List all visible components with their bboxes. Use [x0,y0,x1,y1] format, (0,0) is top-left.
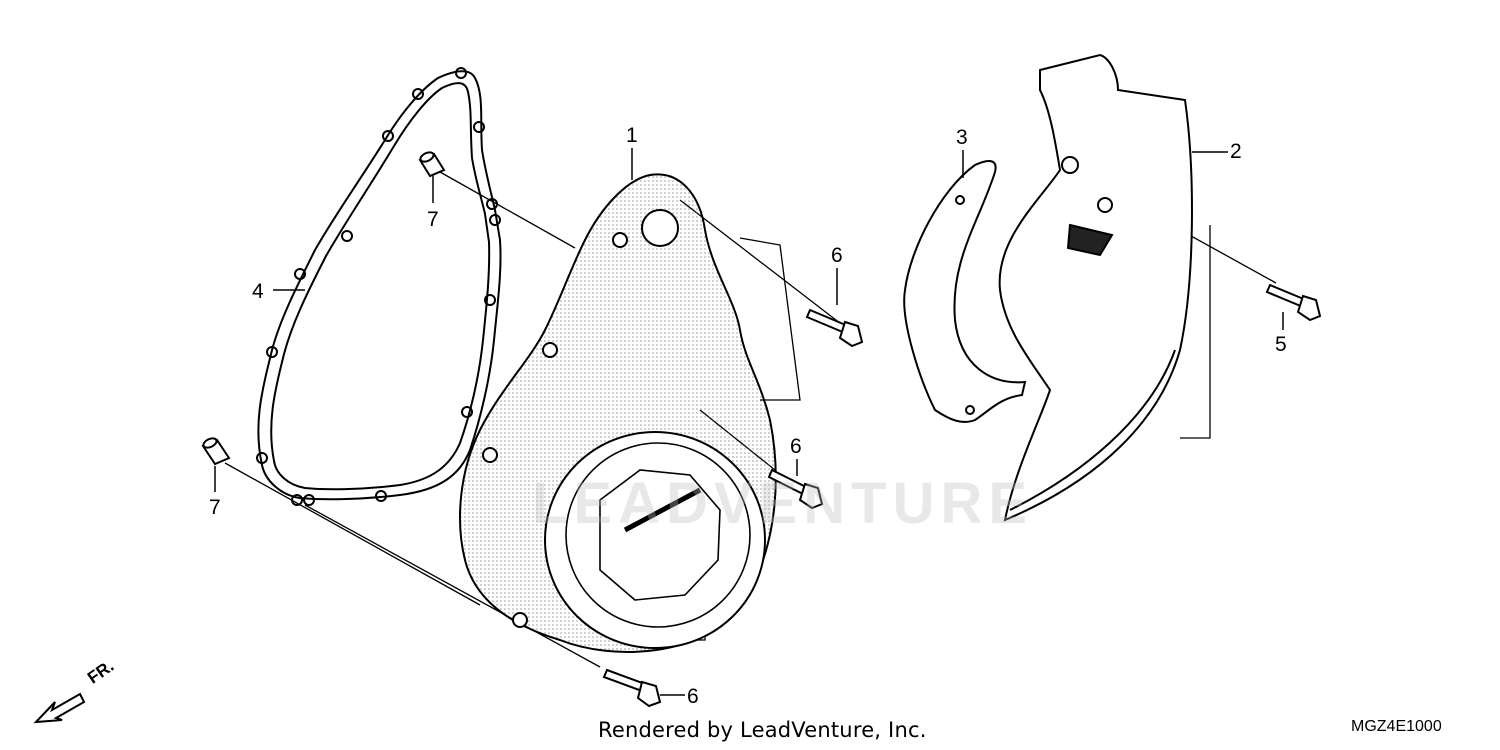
flange-bolt-upper [805,308,864,348]
dowel-pin-lower [201,437,231,466]
callout-1: 1 [626,124,638,147]
seal-part-3 [903,159,1027,423]
callout-5: 5 [1275,333,1287,356]
flange-bolt-part-5 [1265,283,1322,322]
callout-7-lower: 7 [209,496,221,519]
callout-4: 4 [252,280,264,303]
left-crankcase-cover-part-1 [459,173,777,653]
dowel-pin-upper [418,151,446,178]
callout-6-lower: 6 [687,685,699,708]
cover-part-2 [998,53,1193,522]
flange-bolt-lower [602,668,662,708]
diagram-code: MGZ4E1000 [1351,718,1442,735]
flange-bolt-middle [767,468,824,510]
callout-2: 2 [1230,140,1242,163]
callout-6-middle: 6 [790,435,802,458]
callout-3: 3 [956,126,968,149]
watermark: LEADVENTURE [532,471,1034,536]
render-credit: Rendered by LeadVenture, Inc. [598,718,927,742]
callout-7-upper: 7 [427,208,439,231]
front-direction-arrow-icon [33,692,86,724]
gasket-part-4 [256,67,502,506]
callout-6-upper: 6 [831,244,843,267]
